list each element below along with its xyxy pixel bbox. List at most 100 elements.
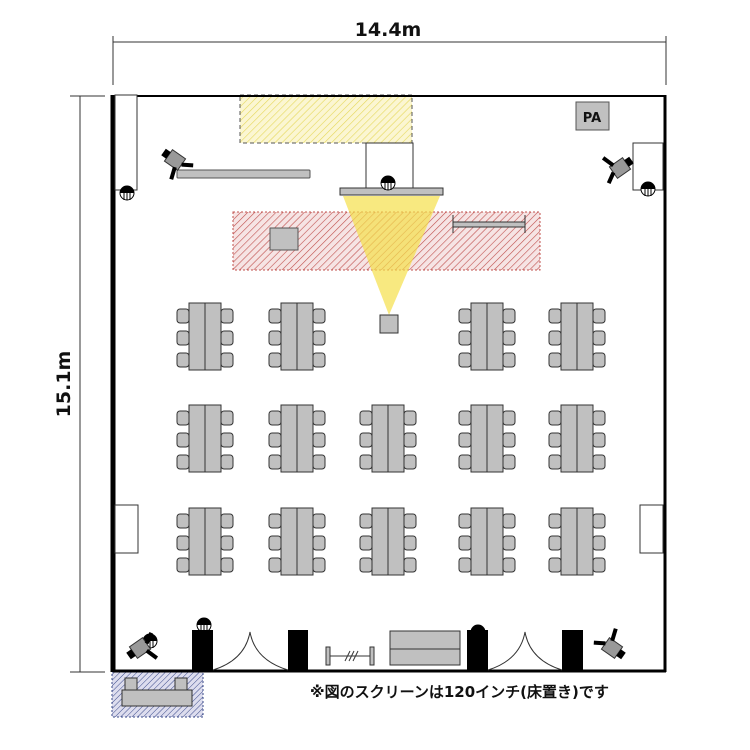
table-group [548,507,606,576]
chair [458,352,472,368]
chair [592,308,606,324]
light-icon [380,175,396,191]
chair [220,557,234,573]
table-group [176,302,234,371]
chair [220,535,234,551]
chair [548,352,562,368]
chair [458,410,472,426]
pa-label: PA [583,111,601,126]
chair [548,535,562,551]
chair [268,535,282,551]
chair [403,513,417,529]
chair [176,513,190,529]
chair [592,535,606,551]
chair [268,454,282,470]
chair [220,330,234,346]
chair [268,330,282,346]
chair [359,432,373,448]
chair [312,454,326,470]
projection-cone [343,196,440,315]
table-group [176,404,234,473]
chair [592,454,606,470]
chair [176,557,190,573]
long-table [176,169,311,179]
camera-speaker-icon [601,156,634,185]
fixtures [119,148,656,660]
chair [268,432,282,448]
chair [502,535,516,551]
chair [403,410,417,426]
chair [592,352,606,368]
chair [220,352,234,368]
chair [359,410,373,426]
chair [359,557,373,573]
chair [359,535,373,551]
pa-box: PA [575,101,610,131]
light-icon [119,185,135,201]
light-icon [640,181,656,197]
table-group [268,404,326,473]
chair [548,330,562,346]
chair [502,330,516,346]
table-groups [176,302,606,576]
chair [312,410,326,426]
chair [268,352,282,368]
chair [312,352,326,368]
screen-storage-area [239,94,413,144]
chair [176,410,190,426]
chair [458,535,472,551]
storage-shelf [121,677,193,707]
chair [548,410,562,426]
chair [548,432,562,448]
chair [359,454,373,470]
chair [359,513,373,529]
chair [176,330,190,346]
table-group [268,302,326,371]
chair [176,352,190,368]
table-group [458,404,516,473]
chair [458,557,472,573]
chair [403,535,417,551]
table-group [458,507,516,576]
table-group [548,404,606,473]
table-group [268,507,326,576]
chair [458,432,472,448]
chair [502,308,516,324]
chair [268,410,282,426]
chair [312,557,326,573]
chair [268,308,282,324]
chair [268,557,282,573]
chair [548,557,562,573]
chair [312,513,326,529]
chair [176,432,190,448]
mic-stand [452,215,526,233]
podium [269,227,299,251]
camera-speaker-icon [593,628,626,660]
chair [220,308,234,324]
chair [502,454,516,470]
chair [548,513,562,529]
table-group [176,507,234,576]
chair [592,432,606,448]
width-label: 14.4m [355,19,422,41]
partition [325,646,375,666]
chair [220,410,234,426]
chair [220,454,234,470]
chair [458,454,472,470]
chair [176,535,190,551]
pillars [192,630,583,672]
width-dimension [112,36,667,85]
chair [502,557,516,573]
chair [548,308,562,324]
chair [403,557,417,573]
height-dimension [70,95,105,673]
chair [176,308,190,324]
table-group [359,404,417,473]
chair [548,454,562,470]
chair [312,432,326,448]
chair [176,454,190,470]
chair [458,330,472,346]
doors [212,631,563,671]
height-label: 15.1m [53,351,75,418]
